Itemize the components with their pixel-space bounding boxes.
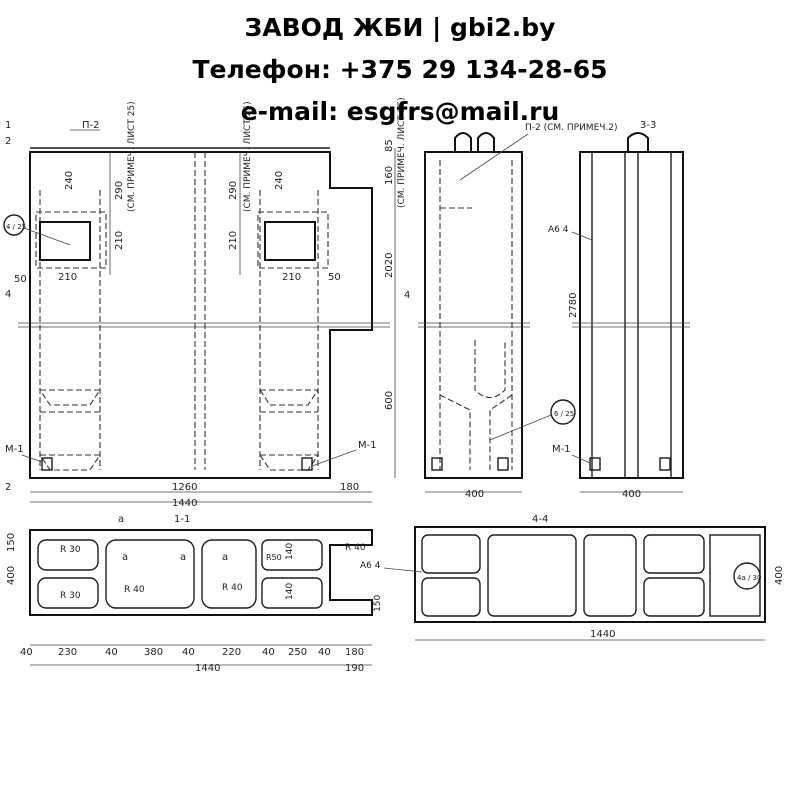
r40-mid: R 40 <box>124 585 145 595</box>
section-3-3-title: 3-3 <box>640 120 656 131</box>
dim-400-right: 400 <box>622 489 641 500</box>
cut-2-marker: 2 <box>5 136 11 147</box>
dim-40-e: 40 <box>318 647 331 658</box>
dim-210-left-v: 210 <box>114 231 125 250</box>
dim-150-right: 150 <box>373 595 383 612</box>
callout-4a-30-circle <box>733 562 761 590</box>
callout-6-25: 6 / 25 <box>554 410 574 418</box>
r30-bottom: R 30 <box>60 591 81 601</box>
dim-150-left: 150 <box>6 533 17 552</box>
dim-210-right-v: 210 <box>228 231 239 250</box>
note-front-right: (СМ. ПРИМЕЧ. ЛИСТ 25) <box>243 101 253 212</box>
dim-50-right: 50 <box>328 272 341 283</box>
dim-400-side: 400 <box>465 489 484 500</box>
callout-4-25: 4 / 25 <box>6 223 26 231</box>
cut-a-right: а <box>222 552 228 563</box>
dim-40-c: 40 <box>182 647 195 658</box>
mark-m1-right: М-1 <box>552 444 571 455</box>
r40-right: R 40 <box>222 583 243 593</box>
cut-4-marker-side: 4 <box>404 290 410 301</box>
dim-190: 190 <box>345 663 364 674</box>
dim-400-left: 400 <box>6 566 17 585</box>
dim-1440-front: 1440 <box>172 498 197 509</box>
cut-a-top: а <box>118 514 124 525</box>
dim-50-left: 50 <box>14 274 27 285</box>
note-side: (СМ. ПРИМЕЧ. ЛИСТ 25) <box>397 97 407 208</box>
dim-400-bottom-right: 400 <box>774 566 785 585</box>
dim-250: 250 <box>288 647 307 658</box>
section-4-4-view <box>414 526 766 623</box>
callout-6-25-circle <box>550 399 576 425</box>
dim-180-front: 180 <box>340 482 359 493</box>
cut-1-marker: 1 <box>5 120 11 131</box>
dim-210-right-h: 210 <box>282 272 301 283</box>
mark-a64-bottom: А6 4 <box>360 561 381 571</box>
dim-85: 85 <box>384 139 395 152</box>
dim-40-a: 40 <box>20 647 33 658</box>
cut-4-marker: 4 <box>5 289 11 300</box>
section-1-1-title: 1-1 <box>174 514 190 525</box>
dim-140-b: 140 <box>285 583 295 600</box>
factory-title: ЗАВОД ЖБИ | gbi2.by <box>244 13 556 42</box>
mark-m1-front-left: М-1 <box>5 444 24 455</box>
r40-outer: R 40 <box>345 543 366 553</box>
dim-600: 600 <box>384 391 395 410</box>
section-4-4-title: 4-4 <box>532 514 548 525</box>
dim-2780: 2780 <box>568 293 579 318</box>
dim-180-bottom: 180 <box>345 647 364 658</box>
callout-4-25-circle <box>3 214 25 236</box>
note-front-left: (СМ. ПРИМЕЧ. ЛИСТ 25) <box>127 101 137 212</box>
section-3-3-view <box>572 132 690 479</box>
dim-240-left: 240 <box>64 171 75 190</box>
mark-p2-side: П-2 (СМ. ПРИМЕЧ.2) <box>525 123 618 133</box>
r30-top: R 30 <box>60 545 81 555</box>
dim-230: 230 <box>58 647 77 658</box>
front-elevation <box>18 147 396 479</box>
dim-290-left: 290 <box>114 181 125 200</box>
dim-140-a: 140 <box>285 543 295 560</box>
phone-line: Телефон: +375 29 134-28-65 <box>192 55 608 84</box>
email-line: e-mail: esgfrs@mail.ru <box>240 97 560 126</box>
dim-40-d: 40 <box>262 647 275 658</box>
dim-380: 380 <box>144 647 163 658</box>
cut-2-marker-bottom: 2 <box>5 482 11 493</box>
dim-240-right: 240 <box>274 171 285 190</box>
section-1-1-view <box>29 529 373 616</box>
dim-210-left-h: 210 <box>58 272 77 283</box>
callout-4a-30: 4а / 30 <box>737 574 761 582</box>
mark-m1-front-right: М-1 <box>358 440 377 451</box>
cut-a-left: а <box>122 552 128 563</box>
dim-220: 220 <box>222 647 241 658</box>
dim-40-b: 40 <box>105 647 118 658</box>
cut-a-mid: а <box>180 552 186 563</box>
dim-1440-right: 1440 <box>590 629 615 640</box>
mark-p2-front: П-2 <box>82 120 100 131</box>
dim-1440-bottom: 1440 <box>195 663 220 674</box>
r50: R50 <box>266 553 282 562</box>
dim-2020: 2020 <box>384 253 395 278</box>
mark-a64-right: А6 4 <box>548 225 569 235</box>
dim-160: 160 <box>384 166 395 185</box>
dim-1260: 1260 <box>172 482 197 493</box>
side-view <box>418 132 530 479</box>
dim-290-right: 290 <box>228 181 239 200</box>
